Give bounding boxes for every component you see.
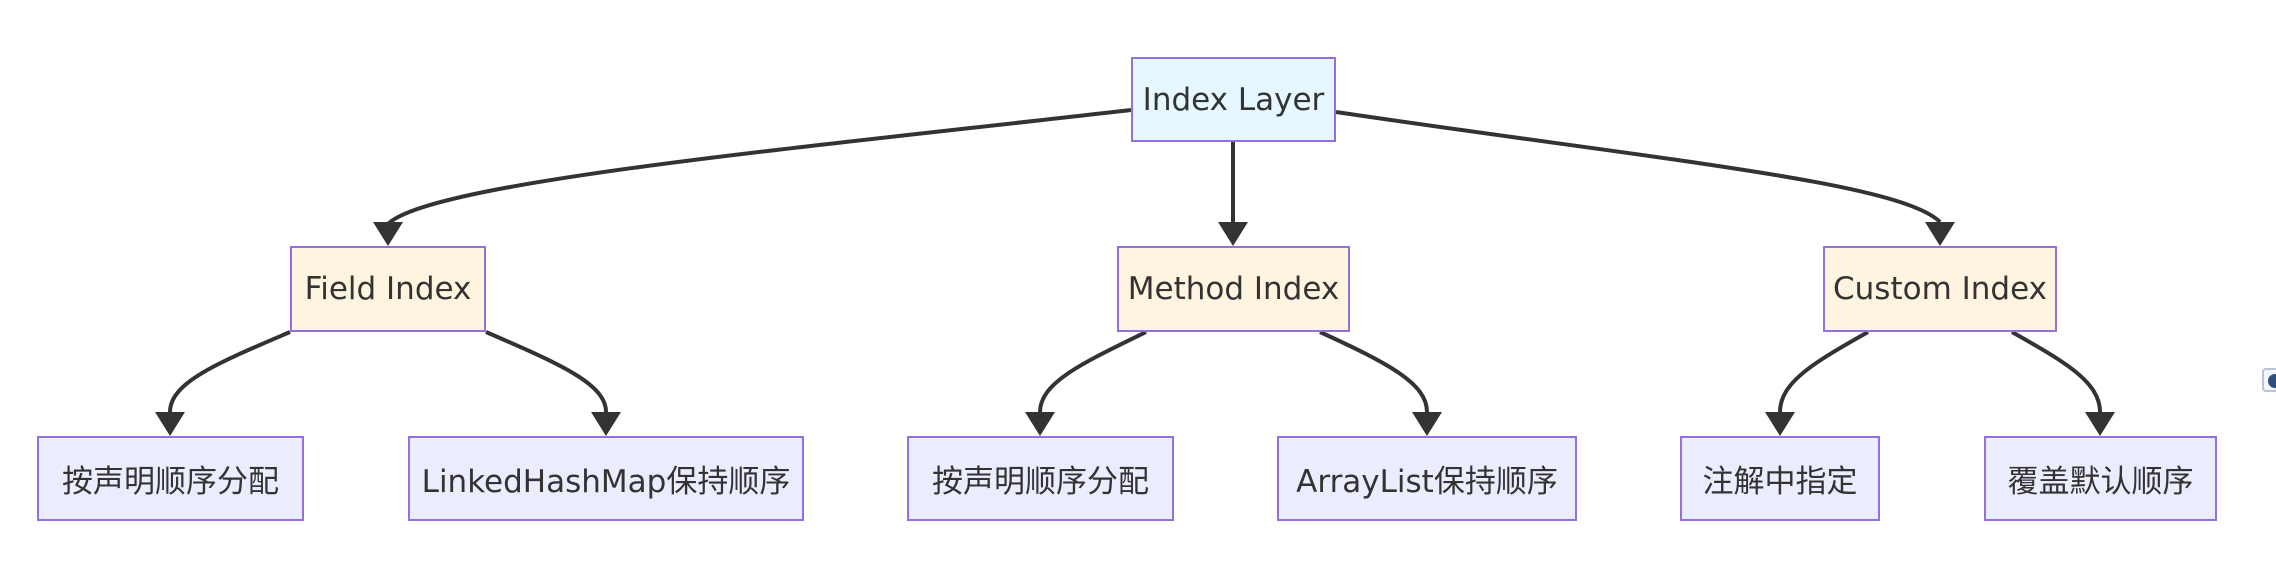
node-method-index[interactable]: Method Index xyxy=(1117,246,1350,332)
edge-custom-to-leaf-2 xyxy=(2011,330,2102,413)
edge-method-to-leaf-2 xyxy=(1319,330,1429,413)
node-label: Index Layer xyxy=(1142,81,1325,118)
arrowhead-field-index xyxy=(373,222,403,246)
node-label: 按声明顺序分配 xyxy=(62,464,279,500)
node-label: 按声明顺序分配 xyxy=(932,464,1149,500)
node-field-declaration-order[interactable]: 按声明顺序分配 xyxy=(37,436,304,521)
node-custom-index[interactable]: Custom Index xyxy=(1823,246,2057,332)
edge-field-to-leaf-1 xyxy=(168,330,291,413)
arrowhead-custom-index xyxy=(1925,222,1955,246)
arrowhead-custom-leaf-2 xyxy=(2085,412,2115,436)
node-field-linkedhashmap[interactable]: LinkedHashMap保持顺序 xyxy=(408,436,804,521)
node-label: 注解中指定 xyxy=(1702,464,1858,500)
edge-field-to-leaf-2 xyxy=(485,330,608,413)
node-label: Custom Index xyxy=(1833,271,2047,307)
node-method-declaration-order[interactable]: 按声明顺序分配 xyxy=(907,436,1174,521)
node-field-index[interactable]: Field Index xyxy=(290,246,486,332)
node-label: 覆盖默认顺序 xyxy=(2007,464,2194,500)
node-method-arraylist[interactable]: ArrayList保持顺序 xyxy=(1277,436,1577,521)
arrowhead-method-leaf-2 xyxy=(1412,412,1442,436)
edge-custom-to-leaf-1 xyxy=(1778,330,1869,413)
edge-root-to-field-index xyxy=(386,108,1132,232)
node-label: ArrayList保持顺序 xyxy=(1296,464,1558,500)
arrowhead-field-leaf-2 xyxy=(591,412,621,436)
edge-method-to-leaf-1 xyxy=(1038,330,1147,413)
arrowhead-method-index xyxy=(1218,222,1248,246)
globe-icon[interactable] xyxy=(2262,368,2276,392)
arrowhead-field-leaf-1 xyxy=(155,412,185,436)
edge-root-to-custom-index xyxy=(1335,110,1942,224)
node-custom-annotation[interactable]: 注解中指定 xyxy=(1680,436,1880,521)
node-label: LinkedHashMap保持顺序 xyxy=(421,464,791,500)
node-label: Method Index xyxy=(1127,271,1340,307)
globe-icon-dot xyxy=(2268,374,2276,388)
node-index-layer[interactable]: Index Layer xyxy=(1131,57,1336,142)
arrowhead-method-leaf-1 xyxy=(1025,412,1055,436)
node-label: Field Index xyxy=(304,271,472,307)
arrowhead-custom-leaf-1 xyxy=(1765,412,1795,436)
node-custom-override-order[interactable]: 覆盖默认顺序 xyxy=(1984,436,2217,521)
